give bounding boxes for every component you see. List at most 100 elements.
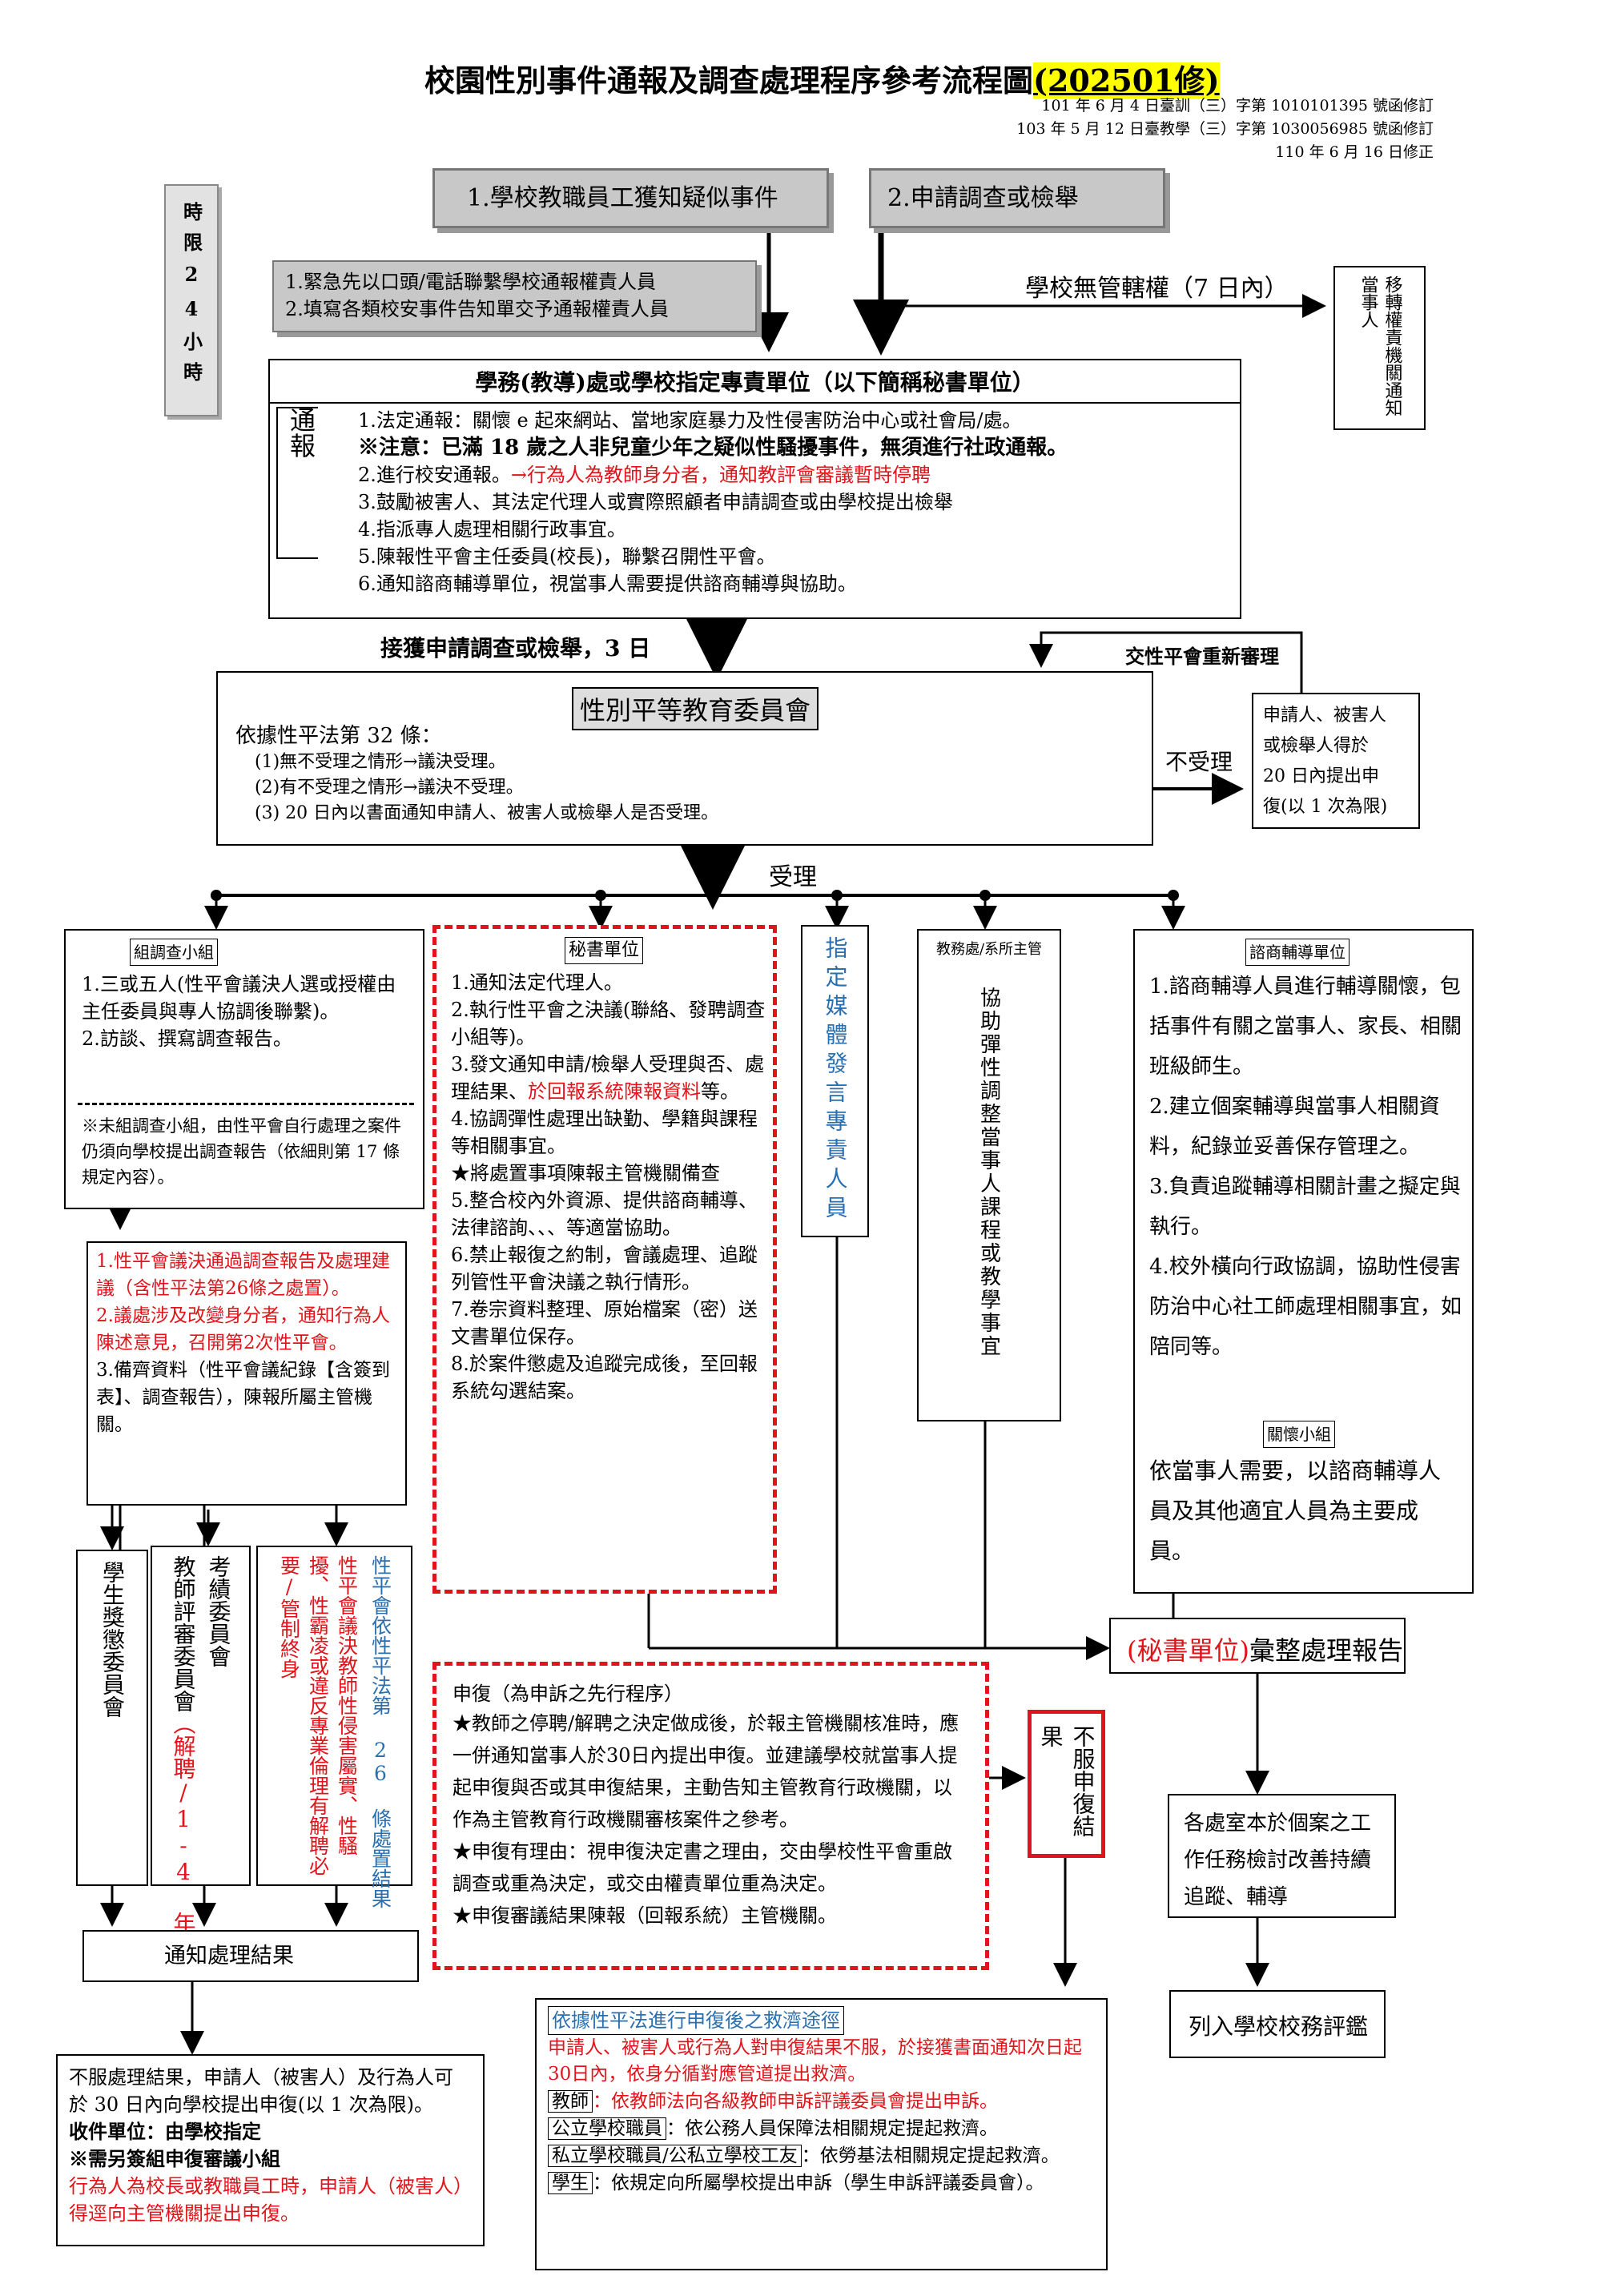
care-group-title: 關懷小組 xyxy=(1263,1421,1335,1448)
appeal-procedure-box: 不服處理結果，申請人（被害人）及行為人可於 30 日內向學校提出申復(以 1 次… xyxy=(56,2054,485,2246)
summary-report-unit: (秘書單位) xyxy=(1127,1635,1249,1666)
dissatisfied-box: 不服申復結果 xyxy=(1028,1710,1105,1858)
media-box: 指定媒體發言專責人員 xyxy=(801,925,869,1237)
committee-title: 性別平等教育委員會 xyxy=(572,687,819,730)
gender-law-result-text-b: 性平會議決教師性侵害屬實、性騷擾、性霸凌或違反專業倫理有解聘必要/管制終身 xyxy=(277,1555,359,1876)
secretariat-item: 5.陳報性平會主任委員(校長)，聯繫召開性平會。 xyxy=(358,545,776,568)
page-title: 校園性別事件通報及調查處理程序參考流程圖(202501修) xyxy=(424,56,1225,100)
notify-result-label: 通知處理結果 xyxy=(164,1944,294,1968)
investigation-title: 組調查小組 xyxy=(130,939,218,966)
title-revision-tag: (202501修) xyxy=(1033,62,1220,99)
start-school-staff-label: 1.學校教職員工獲知疑似事件 xyxy=(467,184,778,212)
secretary-unit-item: 4.協調彈性處理出缺勤、學籍與課程等相關事宜。 xyxy=(451,1108,758,1157)
counseling-items: 1.諮商輔導人員進行輔導關懷，包括事件有關之當事人、家長、相關班級師生。 2.建… xyxy=(1149,967,1462,1367)
appeal-procedure-line: 不服處理結果，申請人（被害人）及行為人可於 30 日內向學校提出申復(以 1 次… xyxy=(69,2066,453,2116)
remedy-role: 教師 xyxy=(548,2090,593,2113)
start-application-box[interactable]: 2.申請調查或檢舉 xyxy=(869,168,1165,228)
appeal-procedure-exception: 行為人為校長或教職員工時，申請人（被害人）得逕向主管機關提出申復。 xyxy=(69,2175,463,2225)
start-application-label: 2.申請調查或檢舉 xyxy=(887,184,1079,212)
committee-line: 依據性平法第 32 條： xyxy=(235,724,442,748)
investigation-lines: 1.三或五人(性平會議決人選或授權由主任委員與專人協調後聯繫)。 2.訪談、撰寫… xyxy=(82,971,410,1052)
remedy-desc: ：依規定向所屬學校提出申訴（學生申訴評議委員會）。 xyxy=(593,2173,1044,2193)
secretary-unit-item: 1.通知法定代理人。 xyxy=(451,971,623,994)
reconsideration-item: ★申復有理由：視申復決定書之理由，交由學校性平會重啟調查或重為決定，或交由權責單… xyxy=(453,1840,952,1895)
title-text: 校園性別事件通報及調查處理程序參考流程圖 xyxy=(424,62,1034,99)
teacher-committee-term: （解聘/1-4 年） xyxy=(170,1712,197,1956)
remedy-desc: ：依公務人員保障法相關規定提起救濟。 xyxy=(666,2118,998,2139)
notify-side-box xyxy=(276,407,318,559)
time-limit-text: 時限24小時 xyxy=(179,202,203,392)
appeal-procedure-receiver: 收件單位：由學校指定 xyxy=(69,2120,261,2143)
student-discipline-box: 學生獎懲委員會 xyxy=(76,1550,148,1886)
no-jurisdiction-label: 學校無管轄權（7 日內） xyxy=(1025,275,1289,303)
appeal-procedure-note: ※需另簽組申復審議小組 xyxy=(69,2147,280,2170)
reject-label: 不受理 xyxy=(1165,749,1233,775)
counseling-title: 諮商輔導單位 xyxy=(1245,939,1349,966)
teacher-committee-label: 教師評審委員會 xyxy=(170,1555,197,1712)
counseling-item: 3.負責追蹤輔導相關計畫之擬定與執行。 xyxy=(1149,1175,1461,1239)
secretary-unit-box: 秘書單位 1.通知法定代理人。 2.執行性平會之決議(聯絡、發聘調查小組等)。 … xyxy=(432,925,777,1594)
remedy-role: 學生 xyxy=(548,2172,593,2194)
investigation-line: 1.三或五人(性平會議決人選或授權由主任委員與專人協調後聯繫)。 xyxy=(82,973,396,1023)
reconsideration-item: ★教師之停聘/解聘之決定做成後，於報主管機關核准時，應一併通知當事人於30日內提… xyxy=(453,1712,959,1831)
decision-item: 1.性平會議決通過調查報告及處理建議（含性平法第26條之處置）。 xyxy=(96,1251,390,1299)
investigation-box: 組調查小組 1.三或五人(性平會議決人選或授權由主任委員與專人協調後聯繫)。 2… xyxy=(64,929,424,1209)
appeal-line: 申請人、被害人 xyxy=(1263,706,1387,726)
teacher-committee-text: 教師評審委員會（解聘/1-4 年） xyxy=(167,1555,199,1956)
remedy-item: 學生：依規定向所屬學校提出申訴（學生申訴評議委員會）。 xyxy=(548,2169,1095,2197)
urgent-contact-box: 1.緊急先以口頭/電話聯繫學校通報權責人員 2.填寫各類校安事件告知單交予通報權… xyxy=(272,260,757,332)
notify-side-label: 通報 xyxy=(286,407,316,458)
secretary-unit-item-highlight: 於回報系統陳報資料 xyxy=(528,1080,701,1103)
secretariat-title: 學務(教導)處或學校指定專責單位（以下簡稱秘書單位） xyxy=(270,360,1240,404)
secretariat-item: 6.通知諮商輔導單位，視當事人需要提供諮商輔導與協助。 xyxy=(358,573,857,595)
review-units-box: 各處室本於個案之工作任務檢討改善持續追蹤、輔導 xyxy=(1168,1794,1396,1918)
receive-label: 接獲申請調查或檢舉，3 日 xyxy=(380,635,651,661)
secretariat-item: 4.指派專人處理相關行政事宜。 xyxy=(358,518,626,541)
secretariat-note: ※注意：已滿 18 歲之人非兒童少年之疑似性騷擾事件，無須進行社政通報。 xyxy=(358,436,1068,460)
reconsideration-item: ★申復審議結果陳報（回報系統）主管機關。 xyxy=(453,1904,837,1927)
counseling-item: 4.校外橫向行政協調，協助性侵害防治中心社工師處理相關事宜，如陪同等。 xyxy=(1149,1255,1462,1359)
urgent-item: 2.填寫各類校安事件告知單交予通報權責人員 xyxy=(285,298,669,320)
performance-committee-text: 考績委員會 xyxy=(205,1555,232,1667)
secretariat-item: 2.進行校安通報。 xyxy=(358,464,511,486)
committee-box: 性別平等教育委員會 依據性平法第 32 條： (1)無不受理之情形→議決受理。 … xyxy=(216,671,1153,846)
decision-item: 2.議處涉及改變身分者，通知行為人陳述意見，召開第2次性平會。 xyxy=(96,1305,390,1353)
reconsideration-title: 申復（為申訴之先行程序） xyxy=(453,1683,683,1705)
academic-box: 教務處/系所主管 協助彈性調整當事人課程或教學事宜 xyxy=(917,929,1061,1421)
student-discipline-text: 學生獎懲委員會 xyxy=(99,1561,126,1718)
appeal-line: 或檢舉人得於 xyxy=(1263,736,1370,756)
reconsideration-box: 申復（為申訴之先行程序） ★教師之停聘/解聘之決定做成後，於報主管機關核准時，應… xyxy=(432,1662,989,1970)
secretary-unit-item: 8.於案件懲處及追蹤完成後，至回報系統勾選結案。 xyxy=(451,1353,758,1402)
secretariat-item-highlight: →行為人為教師身分者，通知教評會審議暫時停聘 xyxy=(510,464,931,486)
investigation-divider xyxy=(78,1103,414,1105)
secretary-unit-item-tail: 等。 xyxy=(701,1080,739,1103)
secretary-unit-item: 2.執行性平會之決議(聯絡、發聘調查小組等)。 xyxy=(451,999,766,1048)
counseling-item: 1.諮商輔導人員進行輔導關懷，包括事件有關之當事人、家長、相關班級師生。 xyxy=(1149,975,1462,1079)
review-label: 交性平會重新審理 xyxy=(1125,645,1279,668)
remedy-role: 私立學校職員/公私立學校工友 xyxy=(548,2145,802,2167)
start-school-staff-box[interactable]: 1.學校教職員工獲知疑似事件 xyxy=(432,168,829,228)
counseling-item: 2.建立個案輔導與當事人相關資料，紀錄並妥善保存管理之。 xyxy=(1149,1095,1440,1159)
urgent-item: 1.緊急先以口頭/電話聯繫學校通報權責人員 xyxy=(285,271,656,293)
secretariat-items: 1.法定通報：關懷 e 起來網站、當地家庭暴力及性侵害防治中心或社會局/處。 ※… xyxy=(358,407,1231,597)
remedy-title: 依據性平法進行申復後之救濟途徑 xyxy=(548,2006,844,2035)
decision-box: 1.性平會議決通過調查報告及處理建議（含性平法第26條之處置）。 2.議處涉及改… xyxy=(86,1241,407,1506)
accept-label: 受理 xyxy=(769,863,817,891)
remedy-item: 教師：依教師法向各級教師申訴評議委員會提出申訴。 xyxy=(548,2088,1095,2115)
summary-report-text: 彙整處理報告 xyxy=(1249,1635,1403,1666)
summary-report-box: (秘書單位)彙整處理報告 xyxy=(1109,1618,1406,1674)
secretary-unit-item: 3.發文通知申請/檢舉人受理與否、處理結果、 xyxy=(451,1053,764,1103)
secretariat-box: 學務(教導)處或學校指定專責單位（以下簡稱秘書單位） 通報 1.法定通報：關懷 … xyxy=(268,359,1241,619)
secretariat-item: 3.鼓勵被害人、其法定代理人或實際照顧者申請調查或由學校提出檢舉 xyxy=(358,491,953,513)
remedy-box: 依據性平法進行申復後之救濟途徑 申請人、被害人或行為人對申復結果不服，於接獲書面… xyxy=(535,1998,1108,2270)
revision-references: 101 年 6 月 4 日臺訓（三）字第 1010101395 號函修訂 103… xyxy=(945,94,1434,164)
time-limit-box: 時限24小時 xyxy=(164,184,219,416)
transfer-text: 移轉權責機關通知當事人 xyxy=(1358,275,1402,416)
remedy-desc: ：依勞基法相關規定提起救濟。 xyxy=(801,2145,1060,2166)
remedy-role: 公立學校職員 xyxy=(548,2117,666,2140)
appeal-box: 申請人、被害人 或檢舉人得於 20 日內提出申 復(以 1 次為限) xyxy=(1252,693,1420,829)
secretary-unit-item: 5.整合校內外資源、提供諮商輔導、法律諮詢、、、等適當協助。 xyxy=(451,1189,758,1239)
teacher-review-box: 考績委員會 教師評審委員會（解聘/1-4 年） xyxy=(151,1546,251,1956)
media-text: 指定媒體發言專責人員 xyxy=(822,936,849,1224)
evaluation-box: 列入學校校務評鑑 xyxy=(1169,1990,1386,2058)
